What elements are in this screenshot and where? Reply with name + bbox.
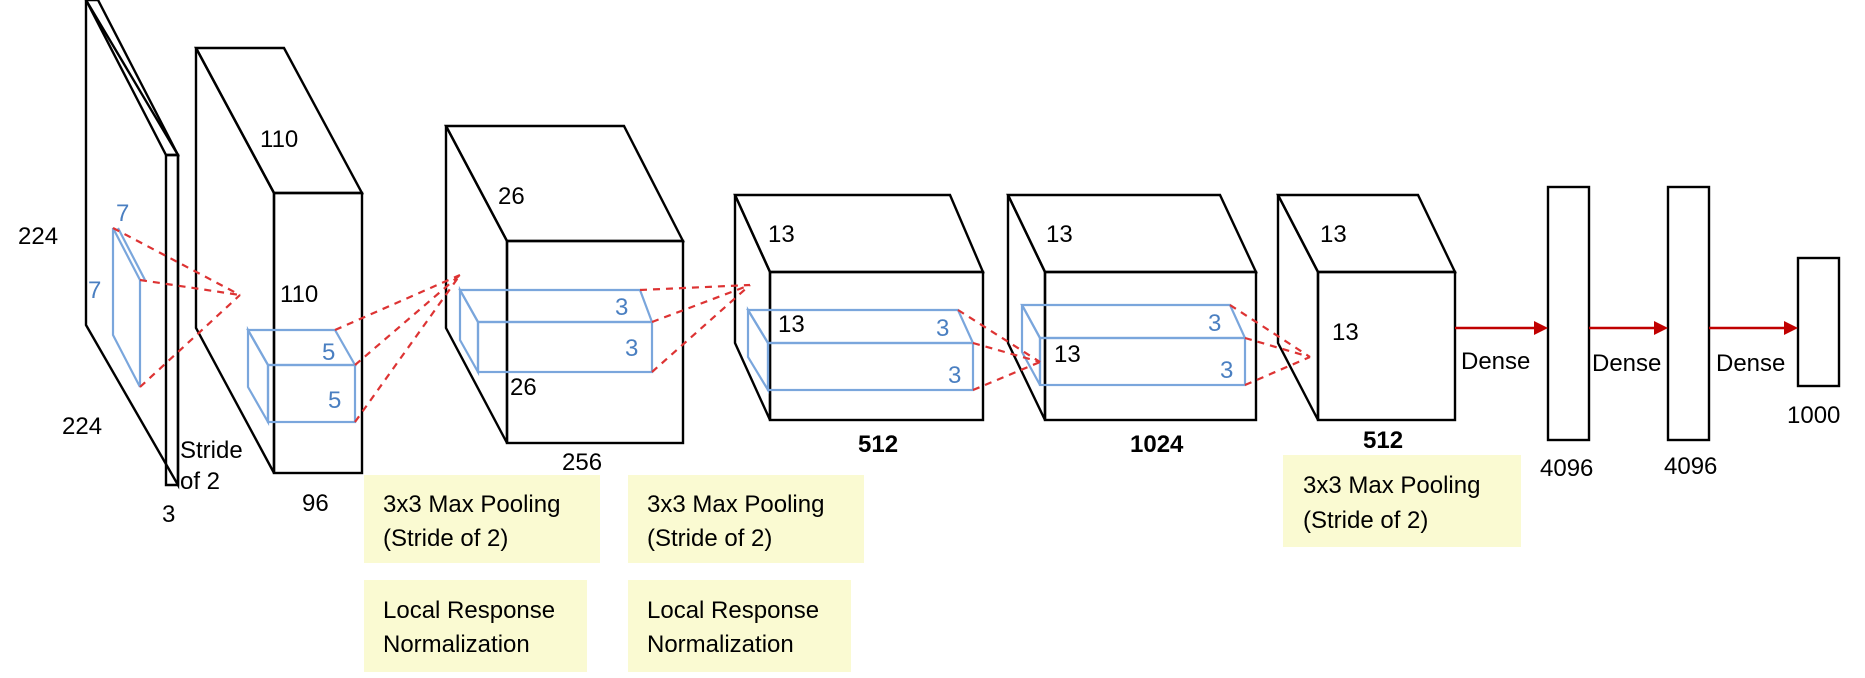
- conv5-height-label: 13: [1320, 221, 1347, 248]
- conv5-volume: 13 13 512: [1276, 193, 1457, 454]
- dense-arrow-2: [1589, 321, 1668, 335]
- conv4-height-label: 13: [1046, 221, 1073, 248]
- note-norm2-line2: Normalization: [647, 631, 794, 658]
- conv3-depth-label: 512: [858, 431, 898, 458]
- note-norm1-line1: Local Response: [383, 597, 555, 624]
- input-depth-label: 3: [162, 501, 175, 528]
- conv3-kernel-width-label: 3: [948, 362, 961, 389]
- conv2-volume: 26 26 256 3 3: [444, 124, 685, 476]
- dense-arrow-3: [1709, 321, 1798, 335]
- input-volume: 224 224 3 7 7 Stride of 2: [18, 0, 243, 528]
- note-norm2: Local Response Normalization: [628, 580, 851, 672]
- conv1-height-label: 110: [260, 126, 298, 153]
- note-pool5: 3x3 Max Pooling (Stride of 2): [1283, 455, 1521, 547]
- fc2-layer: [1666, 185, 1711, 442]
- conv3-inner-label: 13: [778, 311, 805, 338]
- fc3-units-label: 1000: [1787, 402, 1840, 429]
- input-kernel-width-label: 7: [88, 277, 101, 304]
- conv1-volume: 110 110 96 5 5: [193, 46, 365, 517]
- conv2-height-label: 26: [498, 183, 525, 210]
- input-width-label: 224: [62, 413, 102, 440]
- conv4-volume: 13 13 1024 3 3: [1006, 193, 1258, 458]
- dense-label-1: Dense: [1461, 348, 1530, 375]
- conv3-height-label: 13: [768, 221, 795, 248]
- conv1-depth-label: 96: [302, 490, 329, 517]
- note-pool2-line1: 3x3 Max Pooling: [647, 491, 824, 518]
- note-pool5-line1: 3x3 Max Pooling: [1303, 472, 1480, 499]
- conv3-volume: 13 13 512 3 3: [733, 193, 985, 458]
- input-kernel: [111, 227, 146, 388]
- note-pool1-line2: (Stride of 2): [383, 525, 508, 552]
- conv2-depth-label: 256: [562, 449, 602, 476]
- stride-label-line1: Stride: [180, 437, 243, 464]
- conv4-kernel-height-label: 3: [1208, 310, 1221, 337]
- conv2-kernel-height-label: 3: [615, 294, 628, 321]
- conv2-kernel-width-label: 3: [625, 335, 638, 362]
- fc3-layer: [1796, 256, 1841, 388]
- note-pool1: 3x3 Max Pooling (Stride of 2): [364, 475, 600, 563]
- dense-arrow-1: [1455, 321, 1548, 335]
- dense-label-2: Dense: [1592, 350, 1661, 377]
- note-norm1-line2: Normalization: [383, 631, 530, 658]
- conv1-width-label: 110: [280, 281, 318, 308]
- fc2-units-label: 4096: [1664, 453, 1717, 480]
- input-kernel-height-label: 7: [116, 200, 129, 227]
- stride-label-line2: of 2: [180, 468, 220, 495]
- conv4-kernel-width-label: 3: [1220, 357, 1233, 384]
- conv1-kernel-height-label: 5: [322, 339, 335, 366]
- fc-layers: Dense Dense Dense 4096 4096 1000: [1455, 185, 1841, 482]
- receptive-field-projections: [112, 227, 1311, 423]
- note-pool2: 3x3 Max Pooling (Stride of 2): [628, 475, 864, 563]
- conv3-kernel-height-label: 3: [936, 315, 949, 342]
- conv4-inner-label: 13: [1054, 341, 1081, 368]
- conv4-depth-label: 1024: [1130, 431, 1184, 458]
- conv2-width-label: 26: [510, 374, 537, 401]
- input-height-label: 224: [18, 223, 58, 250]
- dense-label-3: Dense: [1716, 350, 1785, 377]
- note-pool2-line2: (Stride of 2): [647, 525, 772, 552]
- note-pool1-line1: 3x3 Max Pooling: [383, 491, 560, 518]
- note-norm2-line1: Local Response: [647, 597, 819, 624]
- note-norm1: Local Response Normalization: [364, 580, 587, 672]
- note-pool5-line2: (Stride of 2): [1303, 507, 1428, 534]
- fc1-layer: [1546, 185, 1591, 442]
- fc1-units-label: 4096: [1540, 455, 1593, 482]
- conv5-inner-label: 13: [1332, 319, 1359, 346]
- conv1-kernel-width-label: 5: [328, 387, 341, 414]
- conv5-depth-label: 512: [1363, 427, 1403, 454]
